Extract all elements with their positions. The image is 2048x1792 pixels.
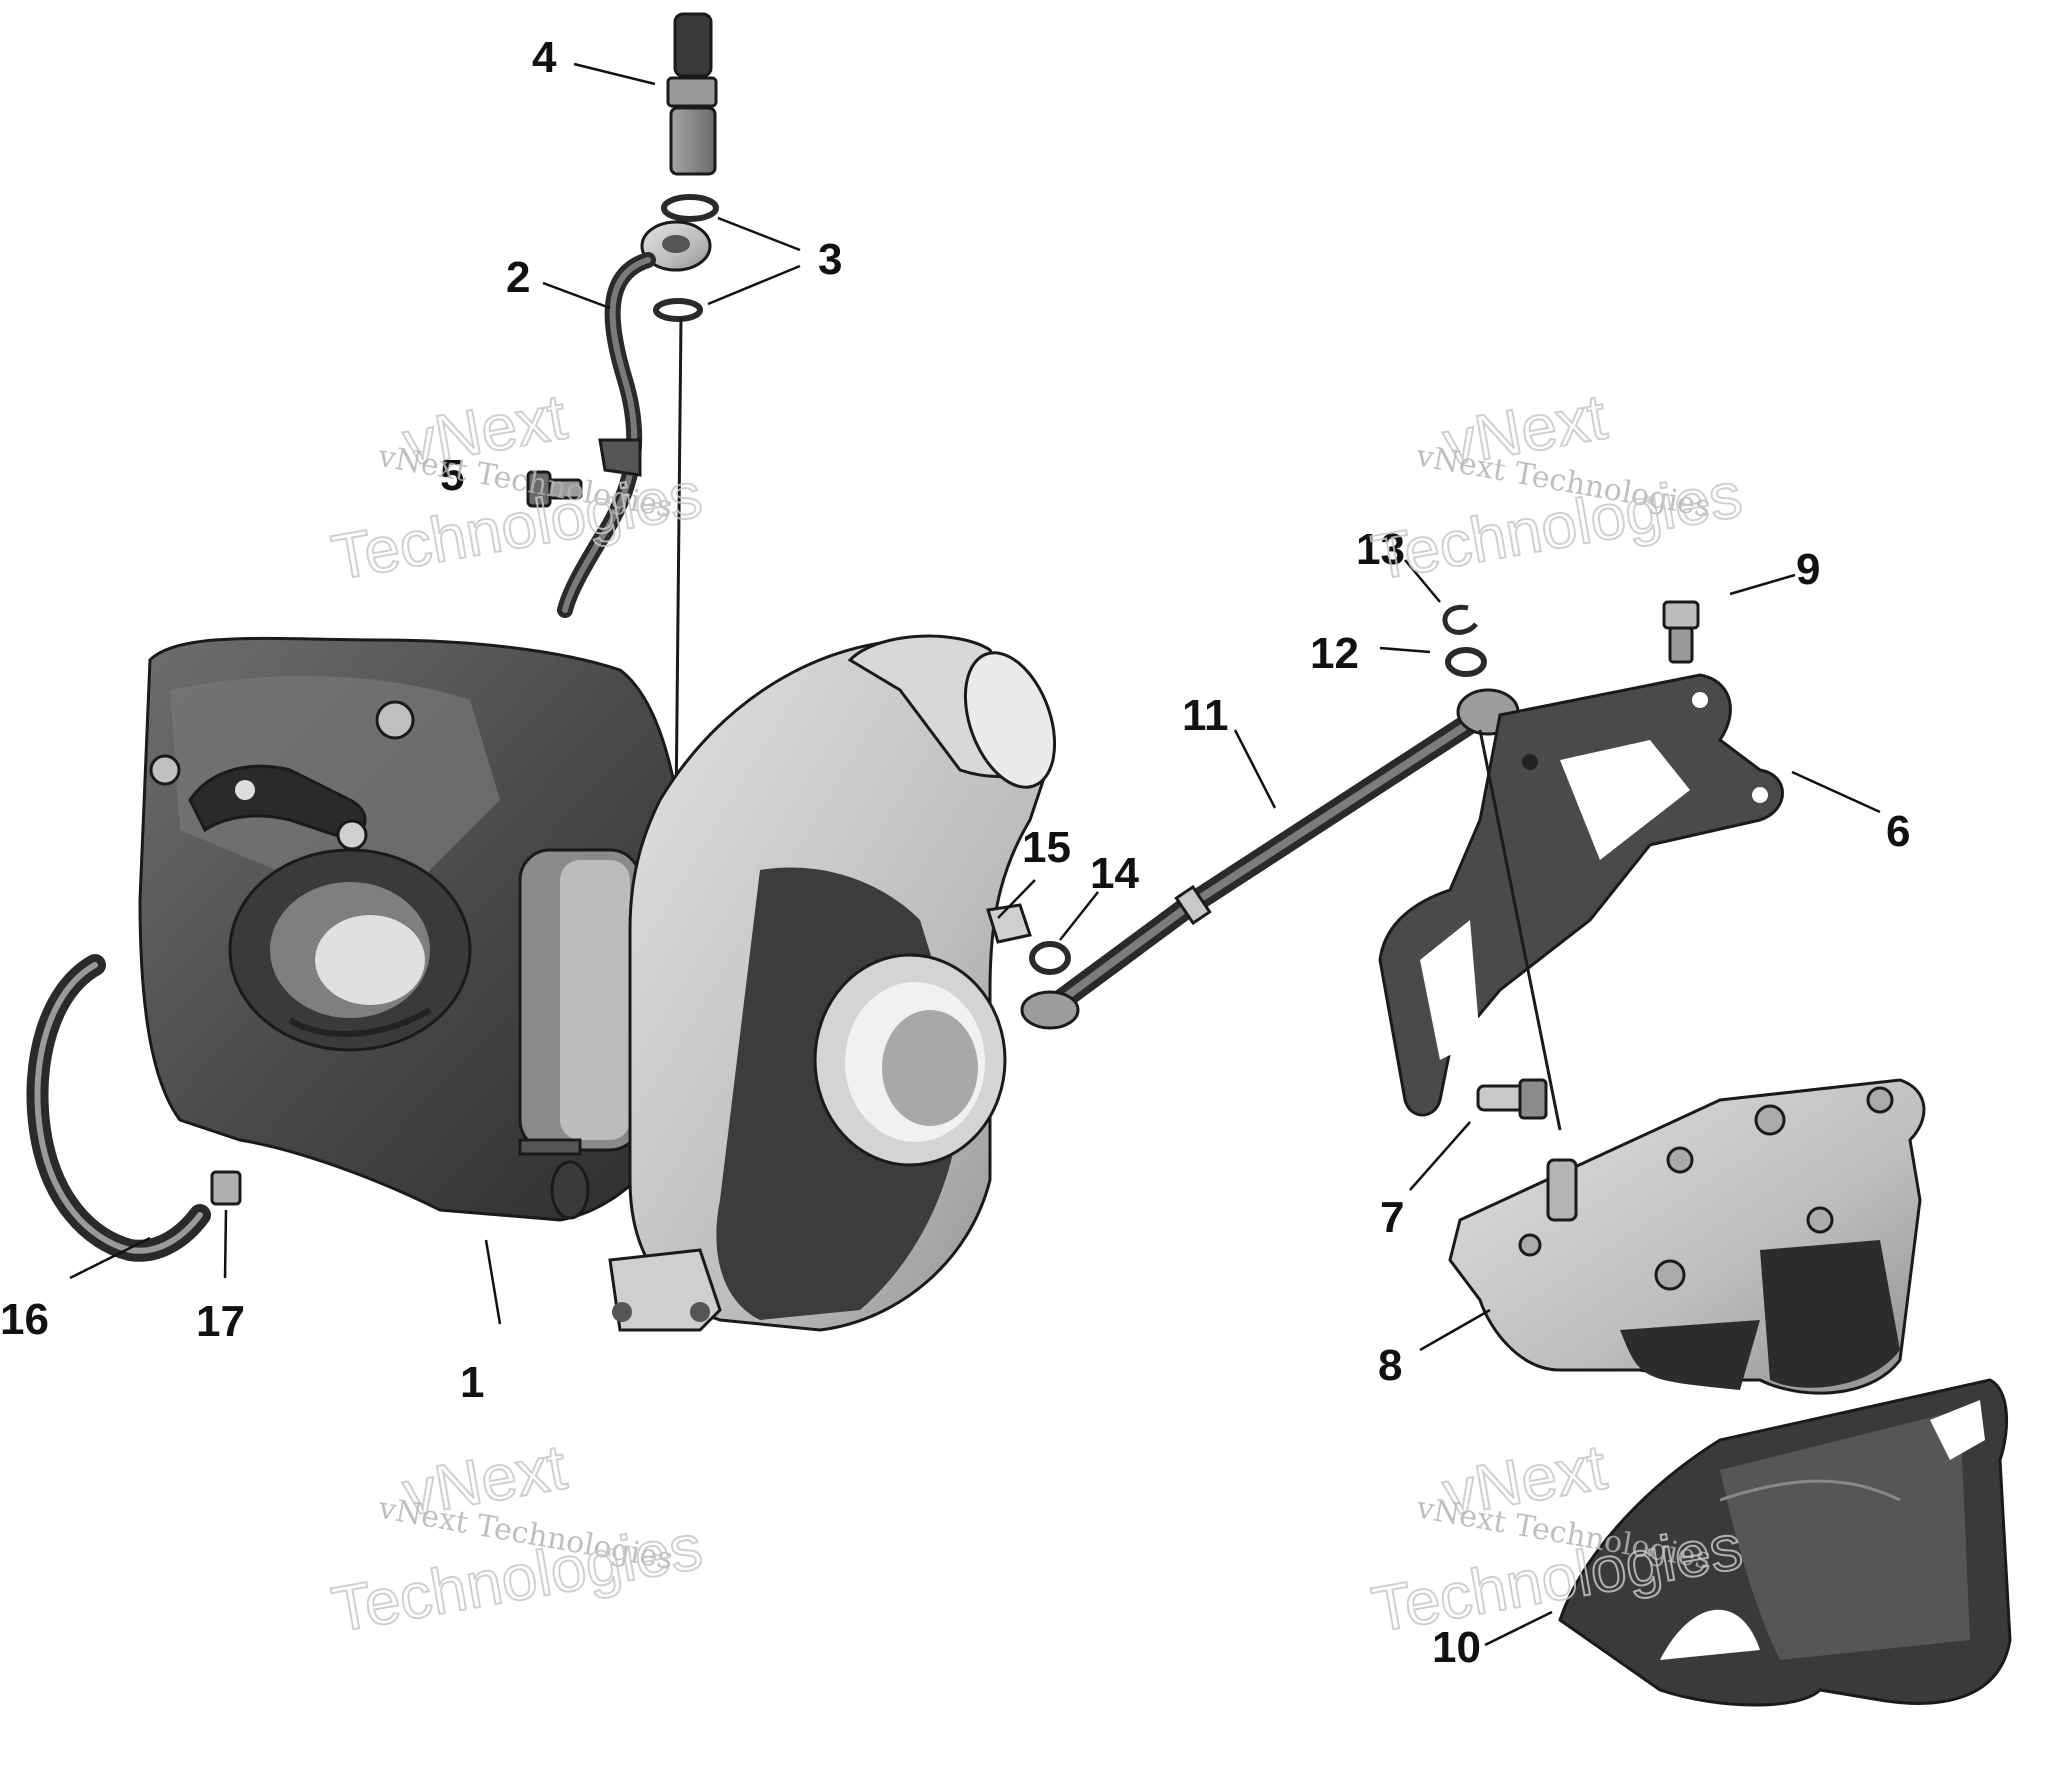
screw-part-9 <box>1662 600 1700 664</box>
watermark-top-left: vNext vNext Technologies Technologies <box>326 379 708 594</box>
oil-line-part-2 <box>557 220 712 618</box>
bracket-axis-line <box>1478 729 1562 1131</box>
callout-10: 10 <box>1432 1623 1481 1672</box>
callout-1: 1 <box>460 1358 484 1407</box>
callout-4: 4 <box>532 33 557 82</box>
turbocharger-part-1 <box>138 634 1057 1332</box>
washer-part-14 <box>1029 941 1071 975</box>
callout-12: 12 <box>1310 629 1359 678</box>
callout-labels: 1 2 3 4 5 6 7 8 9 10 11 12 13 14 15 16 1… <box>0 33 1910 1672</box>
washer-part-12 <box>1445 647 1487 677</box>
stud-part-7 <box>1476 1078 1548 1120</box>
callout-3: 3 <box>818 235 842 284</box>
callout-6: 6 <box>1886 807 1910 856</box>
housing-part-8 <box>1448 1078 1926 1395</box>
hose-highlight <box>34 962 203 1254</box>
callout-11: 11 <box>1182 691 1229 740</box>
fitting-part-4 <box>666 12 718 176</box>
bracket-part-6 <box>1378 673 1784 1117</box>
watermark-bottom-left: vNext vNext Technologies Technologies <box>326 1429 708 1646</box>
clip-part-15 <box>986 903 1032 944</box>
heat-shield-part-10 <box>1558 1378 2012 1707</box>
callout-15: 15 <box>1022 823 1071 872</box>
bolt-part-5 <box>526 470 583 508</box>
support-rod-part-11 <box>1020 688 1520 1030</box>
washer-part-3-bottom <box>653 298 703 322</box>
callout-14: 14 <box>1090 849 1139 898</box>
circlip-part-13 <box>1442 604 1478 635</box>
callout-9: 9 <box>1796 545 1820 594</box>
callout-17: 17 <box>196 1297 245 1346</box>
leader-lines <box>69 62 1881 1647</box>
callout-8: 8 <box>1378 1341 1402 1390</box>
callout-13: 13 <box>1356 525 1405 574</box>
callout-7: 7 <box>1380 1193 1404 1242</box>
callout-16: 16 <box>0 1295 49 1344</box>
callout-2: 2 <box>506 253 530 302</box>
washer-part-3-top <box>661 194 719 222</box>
callout-5: 5 <box>440 451 464 500</box>
watermark-top-right: vNext vNext Technologies Technologies <box>1366 379 1748 594</box>
clamp-part-17 <box>210 1170 242 1206</box>
